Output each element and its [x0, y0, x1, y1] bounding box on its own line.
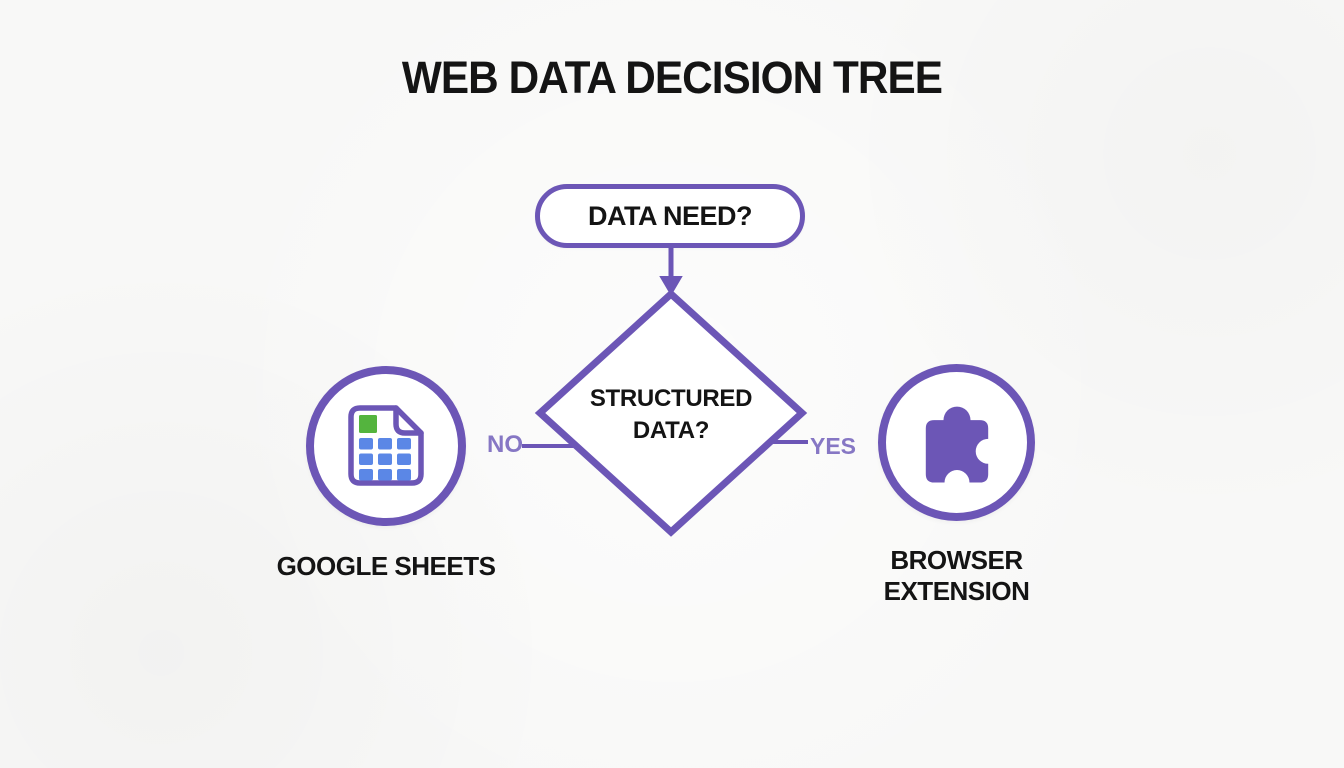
- browser-extension-node-circle: [878, 364, 1035, 521]
- puzzle-piece-icon: [925, 406, 988, 483]
- yes-edge-label: YES: [810, 433, 857, 459]
- decision-diamond-shape: [534, 289, 808, 537]
- decision-node-label: STRUCTURED DATA?: [589, 385, 753, 445]
- page-title: WEB DATA DECISION TREE: [401, 52, 943, 103]
- down-arrowhead-icon: [659, 276, 683, 296]
- browser-extension-label: BROWSER EXTENSION: [883, 545, 1030, 606]
- start-node: DATA NEED?: [535, 184, 805, 248]
- google-sheets-label: GOOGLE SHEETS: [276, 551, 496, 581]
- no-edge-label: NO: [487, 431, 523, 458]
- spreadsheet-icon: [348, 405, 424, 486]
- google-sheets-node-circle: [306, 366, 466, 526]
- start-node-label: DATA NEED?: [588, 200, 753, 231]
